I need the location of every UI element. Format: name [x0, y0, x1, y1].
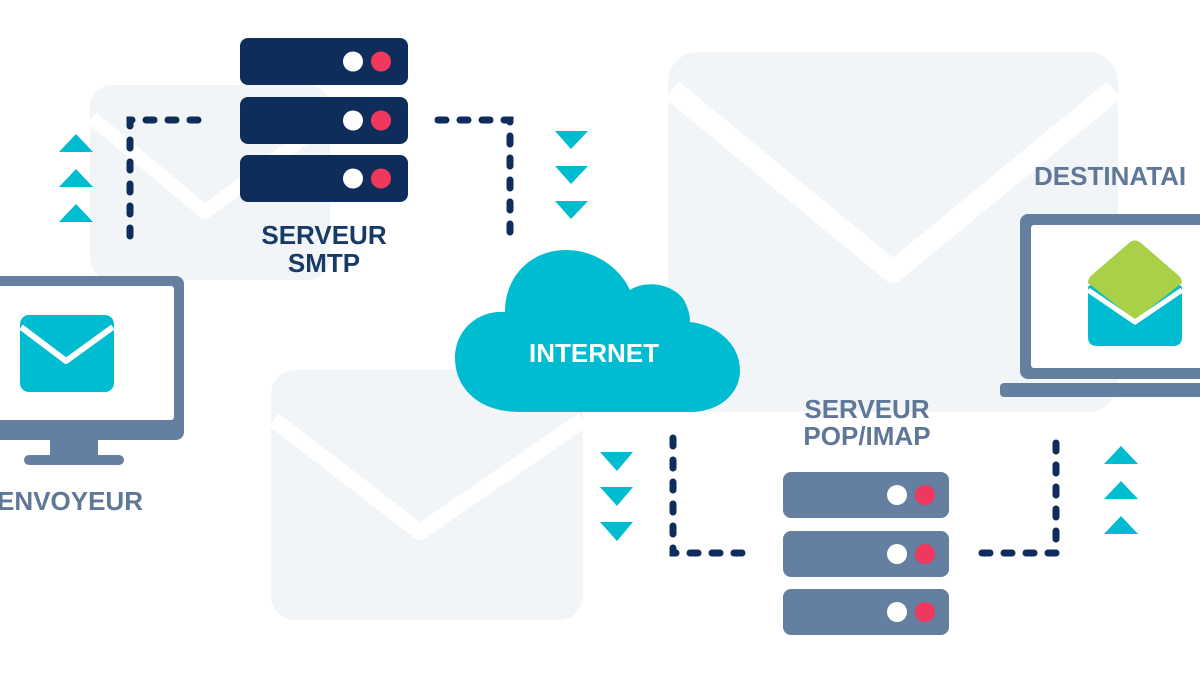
- internet-label: INTERNET: [529, 338, 659, 368]
- server-unit: [240, 155, 408, 202]
- server-unit: [783, 589, 949, 635]
- recipient-label: DESTINATAI: [1034, 161, 1186, 191]
- arrow-up-icon: [1104, 446, 1138, 464]
- arrow-down-icon: [555, 131, 588, 149]
- smtp-label-line1: SERVEUR: [261, 220, 386, 250]
- popimap-server-icon: [783, 472, 949, 635]
- arrow-down-icon: [600, 452, 633, 471]
- dotted-connector: [126, 116, 210, 240]
- arrow-down-icon: [555, 166, 588, 184]
- down-arrows-smtp-to-internet: [555, 131, 588, 219]
- recipient-laptop-icon: [1000, 214, 1200, 397]
- arrow-up-icon: [59, 204, 93, 222]
- popimap-label-line1: SERVEUR: [804, 394, 929, 424]
- arrow-up-icon: [59, 169, 93, 187]
- sender-monitor-icon: [0, 276, 184, 465]
- server-unit: [783, 531, 949, 577]
- background-envelope-large: [665, 52, 1121, 412]
- arrow-up-icon: [59, 134, 93, 152]
- dotted-connector: [978, 434, 1060, 557]
- background-envelope-bottom: [269, 370, 588, 620]
- sender-label: ENVOYEUR: [0, 486, 143, 516]
- dotted-connector: [434, 116, 514, 240]
- arrow-down-icon: [600, 487, 633, 506]
- open-envelope-icon: [1086, 240, 1184, 346]
- server-unit: [240, 38, 408, 85]
- arrow-up-icon: [1104, 481, 1138, 499]
- arrow-down-icon: [600, 522, 633, 541]
- arrow-up-icon: [1104, 516, 1138, 534]
- internet-cloud-icon: [455, 250, 740, 412]
- smtp-server-icon: [240, 38, 408, 202]
- server-unit: [783, 472, 949, 518]
- server-unit: [240, 97, 408, 144]
- smtp-label-line2: SMTP: [288, 248, 360, 278]
- closed-envelope-icon: [19, 315, 115, 392]
- down-arrows-internet-to-pop: [600, 452, 633, 541]
- up-arrows-sender-to-smtp: [59, 134, 93, 222]
- dotted-connector: [669, 434, 752, 557]
- arrow-down-icon: [555, 201, 588, 219]
- popimap-label-line2: POP/IMAP: [803, 421, 930, 451]
- up-arrows-pop-to-recipient: [1104, 446, 1138, 534]
